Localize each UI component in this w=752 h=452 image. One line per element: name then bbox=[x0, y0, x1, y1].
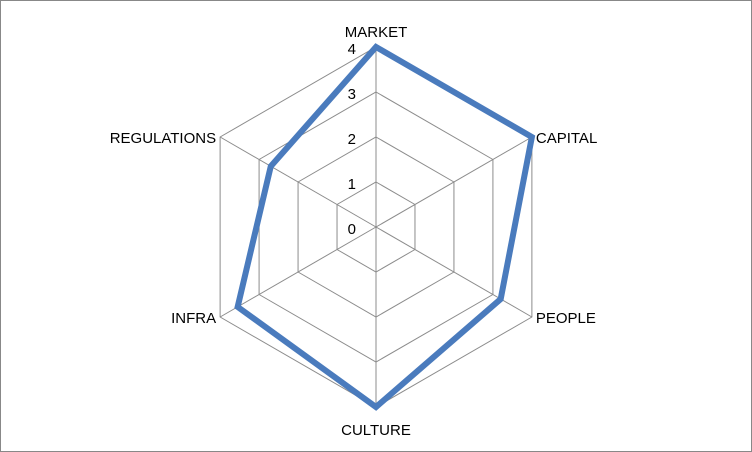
axis-spoke-infra bbox=[219, 226, 377, 318]
category-label-infra: INFRA bbox=[171, 310, 216, 327]
axis-spoke-people bbox=[375, 226, 533, 318]
tick-label-4: 4 bbox=[348, 41, 356, 58]
tick-label-3: 3 bbox=[348, 86, 356, 103]
tick-label-0: 0 bbox=[348, 221, 356, 238]
axis-spoke-capital bbox=[375, 136, 533, 228]
tick-label-2: 2 bbox=[348, 131, 356, 148]
category-label-regulations: REGULATIONS bbox=[110, 130, 216, 147]
category-label-people: PEOPLE bbox=[536, 310, 596, 327]
axis-spoke-regulations bbox=[219, 136, 377, 228]
category-label-market: MARKET bbox=[345, 24, 408, 41]
category-label-culture: CULTURE bbox=[341, 422, 411, 439]
category-label-capital: CAPITAL bbox=[536, 130, 597, 147]
tick-label-1: 1 bbox=[348, 176, 356, 193]
